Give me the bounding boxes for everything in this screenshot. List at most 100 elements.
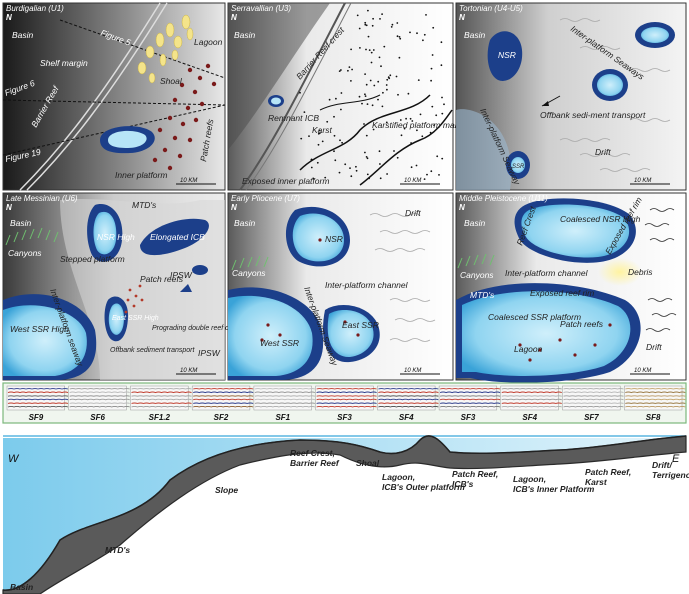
karst-dot	[349, 167, 351, 170]
karst-dot	[410, 166, 413, 169]
karst-dot	[366, 173, 369, 176]
karst-dot	[378, 150, 381, 153]
karst-dot	[430, 67, 433, 70]
label-exposed-reef-rim-2: Exposed reef rim	[530, 288, 594, 298]
karst-dot	[381, 105, 384, 108]
karst-dot	[299, 91, 301, 94]
label-nsr-high: NSR High	[97, 232, 135, 242]
patch-reef-dots	[260, 238, 360, 342]
label-nsr: NSR	[325, 234, 343, 244]
karst-dot	[380, 65, 382, 68]
barrier-reef-line	[19, 2, 161, 191]
profile-section: W E Basin MTD's Slope Reef Crest,Barrier…	[2, 435, 689, 594]
karst-dot	[409, 31, 411, 34]
seaway-shading	[456, 109, 512, 190]
karst-dot	[365, 134, 368, 137]
karst-dot	[396, 35, 399, 38]
karst-dot	[364, 95, 367, 97]
west-ssr-inner	[3, 305, 87, 376]
karst-dot	[385, 84, 388, 86]
label-east: E	[672, 453, 680, 465]
karst-dot	[365, 156, 368, 158]
label-nsr: NSR	[498, 50, 516, 60]
nsr-platform	[487, 31, 523, 81]
karst-dot	[350, 80, 352, 82]
label-karst: Karst	[312, 125, 332, 135]
seismic-reflector	[563, 398, 624, 401]
karst-dot	[370, 61, 373, 64]
scale-label: 10 KM	[180, 178, 197, 184]
karst-dot	[433, 124, 435, 127]
karst-dot	[381, 13, 383, 16]
karst-dot	[365, 24, 368, 27]
label-slope: Slope	[215, 485, 238, 495]
label-basin: Basin	[464, 30, 486, 40]
karst-dot	[398, 36, 401, 38]
label-patch-reefs: Patch reefs	[140, 274, 184, 284]
nsr-high-inner	[93, 211, 117, 255]
seismic-reflector	[7, 405, 69, 408]
north-arrow: N	[459, 13, 465, 22]
karst-dot	[379, 177, 382, 180]
seismic-reflector	[378, 405, 439, 408]
drift-waves	[644, 208, 677, 332]
karst-dot	[421, 135, 424, 138]
drift-waves	[369, 213, 436, 342]
ipsw-marker	[180, 284, 192, 292]
label-debris: Debris	[628, 267, 653, 277]
karst-dot	[364, 151, 366, 154]
karst-dot	[409, 117, 412, 120]
remnant-icb-inner	[271, 97, 281, 105]
label-channel: Inter-platform channel	[325, 280, 409, 290]
label-basin: Basin	[12, 30, 34, 40]
label-inner-platform: Inner platform	[115, 170, 167, 180]
karst-dot	[333, 134, 336, 137]
seismic-facies-label: SF4	[522, 413, 537, 422]
karst-dot	[372, 49, 375, 51]
seismic-reflector	[439, 405, 501, 408]
seismic-reflector	[316, 391, 377, 394]
label-basin: Basin	[10, 582, 33, 592]
label-channel: Inter-platform channel	[505, 268, 589, 278]
seismic-facies-label: SF3	[461, 413, 476, 422]
seismic-reflector	[501, 398, 562, 401]
karst-dot	[368, 49, 371, 51]
karst-dot	[358, 27, 361, 30]
label-coalesced-ssr: Coalesced SSR platform	[488, 312, 581, 322]
karst-dot	[399, 37, 402, 40]
karst-dot	[385, 121, 388, 124]
panel-title: Early Pliocene (U7)	[231, 194, 300, 203]
figure-line	[59, 19, 226, 79]
label-coalesced-nsr: Coalesced NSR High	[560, 214, 641, 224]
seismic-facies-label: SF1	[275, 413, 290, 422]
karst-dot	[435, 114, 438, 117]
karst-dot	[317, 143, 320, 146]
seismic-reflector	[131, 398, 192, 401]
label-shoal: Shoal	[160, 76, 183, 86]
seismic-reflector	[69, 405, 130, 408]
karst-dot	[321, 140, 324, 143]
karst-dot	[351, 68, 353, 71]
shoal-bodies	[137, 14, 194, 84]
karst-dot	[431, 54, 434, 56]
seismic-reflector	[563, 391, 624, 394]
panel-title: Burdigalian (U1)	[6, 4, 64, 13]
karst-dot	[403, 127, 406, 130]
seismic-reflector	[625, 398, 686, 401]
karst-dot	[415, 164, 418, 167]
karst-dot	[436, 155, 439, 158]
label-reef-crest-group: Reef Crest,Barrier Reef	[290, 448, 340, 468]
karst-dot	[387, 76, 390, 79]
label-basin: Basin	[464, 218, 486, 228]
seismic-reflector	[378, 398, 439, 401]
canyon-marks	[231, 255, 269, 271]
karst-dot	[371, 104, 374, 107]
scale-label: 10 KM	[404, 178, 421, 184]
label-mtds: MTD's	[132, 200, 157, 210]
label-lagoon: Lagoon	[194, 37, 223, 47]
karst-dot	[333, 115, 335, 118]
seismic-reflector	[69, 398, 130, 401]
karst-dot	[378, 56, 381, 59]
scale-label: 10 KM	[180, 368, 197, 374]
karst-dot	[377, 98, 379, 101]
